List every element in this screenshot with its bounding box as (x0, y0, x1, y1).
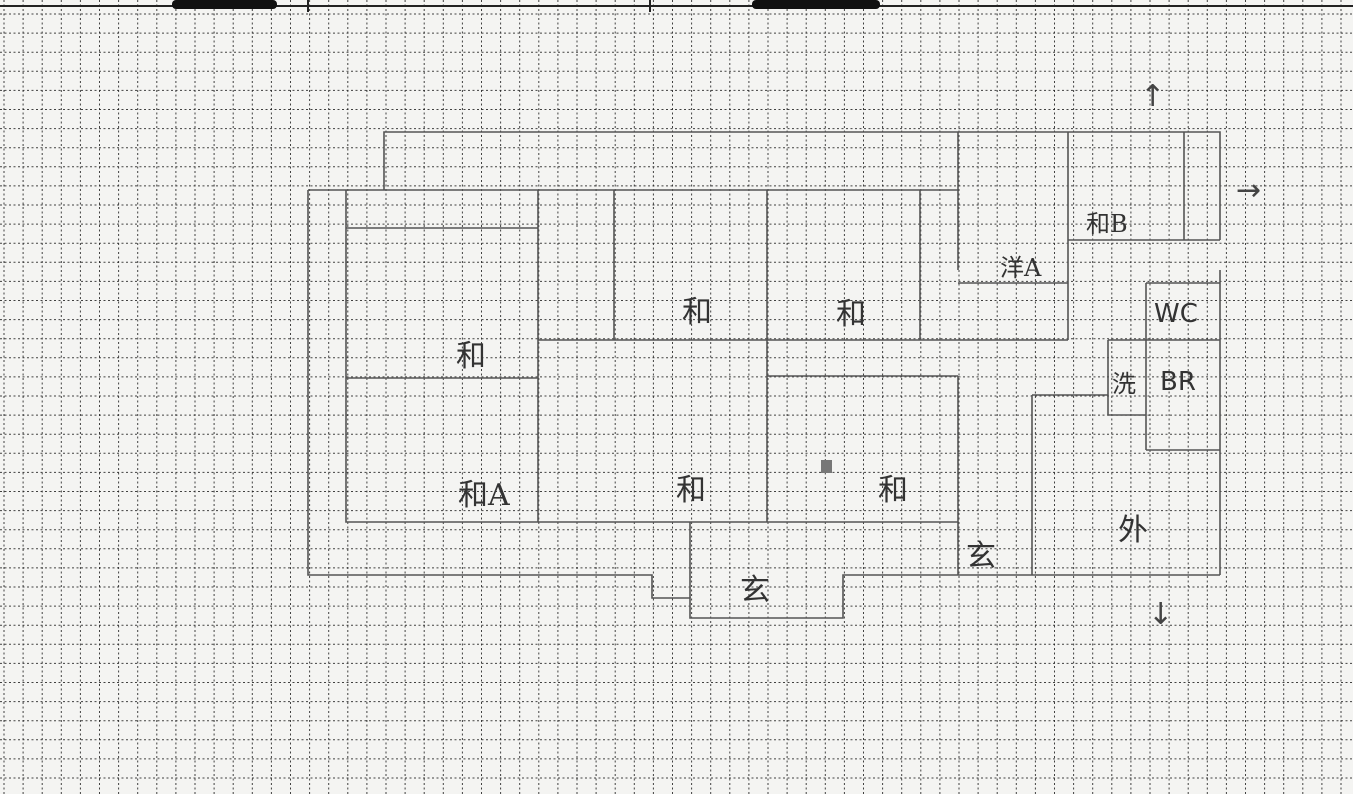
room-washroom: 洗 (1112, 370, 1136, 398)
room-entrance-side: 玄 (966, 539, 996, 574)
room-western-a: 洋A (1000, 254, 1042, 282)
floor-plan-walls (307, 131, 1221, 619)
direction-arrows: ↑ → ↓ (1140, 79, 1261, 632)
room-labels: 和 和A 和 和 和 和 和B 洋A WC BR 洗 玄 玄 外 (456, 210, 1198, 608)
room-outside: 外 (1118, 513, 1148, 548)
room-wa-a: 和A (458, 478, 510, 513)
right-arrow-icon: → (1236, 173, 1261, 208)
room-wa-lower-2: 和 (878, 473, 908, 508)
room-wa-upper-2: 和 (836, 297, 866, 332)
room-wa-top-left: 和 (456, 339, 486, 374)
up-arrow-icon: ↑ (1140, 79, 1165, 114)
down-arrow-icon: ↓ (1148, 597, 1173, 632)
room-wa-upper-1: 和 (682, 295, 712, 330)
room-entrance-main: 玄 (740, 573, 770, 608)
square-mark (821, 460, 832, 473)
room-bath: BR (1160, 367, 1196, 397)
room-wa-lower-1: 和 (676, 473, 706, 508)
room-wc: WC (1154, 299, 1198, 329)
upper-outline (383, 131, 1221, 240)
top-edge-marks (0, 0, 1353, 12)
room-wa-b: 和B (1086, 210, 1128, 238)
